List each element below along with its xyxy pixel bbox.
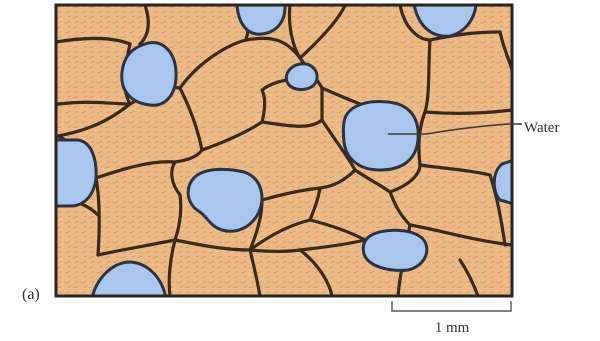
water-pore: [363, 230, 427, 270]
water-pore: [343, 102, 418, 170]
water-pore: [54, 140, 96, 206]
scale-bar: [392, 301, 511, 311]
water-pore: [122, 42, 176, 105]
water-pore: [286, 64, 317, 90]
panel-label: (a): [22, 286, 40, 303]
water-callout-label: Water: [524, 120, 559, 136]
scale-bar-label: 1 mm: [435, 320, 470, 336]
